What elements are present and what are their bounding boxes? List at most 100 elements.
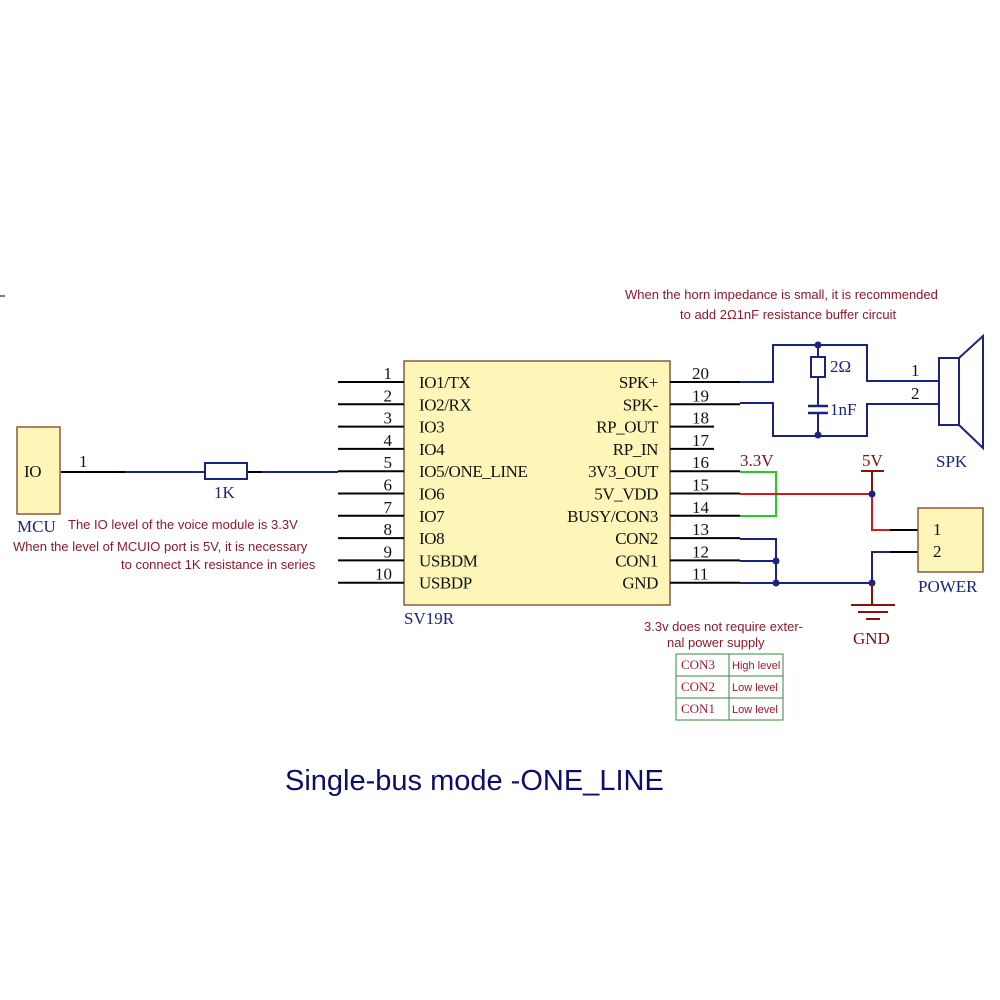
power-connector: 1 2 POWER: [917, 507, 984, 596]
pin-number: 14: [692, 498, 710, 517]
rail-3v3-label: 3.3V: [740, 451, 774, 470]
chip-pin-left: 7 IO7: [338, 498, 446, 526]
chip-body: [403, 360, 671, 606]
junction-dot: [772, 557, 780, 565]
wire-5v-to-power: [871, 494, 918, 531]
sv19r-chip: SV19R: [403, 360, 671, 628]
power-pin2: 2: [933, 542, 942, 561]
pin-label: 3V3_OUT: [588, 462, 659, 481]
pin-number: 15: [692, 476, 709, 495]
con-pin-name: CON2: [681, 679, 715, 694]
speaker-name: SPK: [936, 452, 968, 471]
pin-number: 10: [375, 565, 392, 584]
power-name: POWER: [918, 577, 978, 596]
chip-pin-left: 1 IO1/TX: [338, 364, 471, 392]
chip-pin-right: 11 GND: [622, 565, 740, 593]
pin-number: 4: [384, 431, 393, 450]
speaker-component: 1 2 SPK: [911, 333, 984, 471]
pin-number: 18: [692, 409, 709, 428]
pin-label: IO2/RX: [419, 395, 472, 414]
pin-label: RP_IN: [613, 440, 658, 459]
chip-pin-left: 4 IO4: [338, 431, 446, 459]
note-supply-line1: 3.3v does not require exter-: [644, 619, 803, 634]
pin-label: RP_OUT: [596, 418, 659, 437]
pin-number: 1: [384, 364, 393, 383]
pin-number: 8: [384, 520, 393, 539]
diagram-title: Single-bus mode -ONE_LINE: [285, 765, 664, 797]
junction-dot: [868, 490, 876, 498]
rail-5v-label: 5V: [862, 451, 884, 470]
mcu-name: MCU: [17, 517, 56, 536]
pin-label: IO1/TX: [419, 373, 471, 392]
speaker-pin2: 2: [911, 384, 920, 403]
pin-number: 12: [692, 542, 709, 561]
resistor-1k-body: [204, 462, 248, 480]
mcu-pin-number: 1: [79, 452, 88, 471]
con-pin-name: CON3: [681, 657, 715, 672]
ground-label: GND: [853, 629, 890, 648]
series-resistor: 1K: [204, 462, 248, 502]
resistor-2ohm-body: [810, 356, 826, 378]
con-level-value: Low level: [732, 682, 778, 694]
power-pin1: 1: [933, 520, 942, 539]
con-level-value: High level: [732, 660, 780, 672]
pin-label: IO6: [419, 485, 444, 504]
pin-number: 7: [384, 498, 393, 517]
con-table-row: CON3 High level: [675, 653, 784, 677]
chip-pin-left: 6 IO6: [338, 476, 445, 504]
con-table-cell: [728, 697, 784, 721]
chip-name: SV19R: [404, 609, 455, 628]
wire-gnd-to-power: [871, 551, 918, 583]
junction-dot: [814, 431, 822, 439]
chip-pin-right: 20 SPK+: [619, 364, 740, 392]
wire-con2-tie: [740, 538, 777, 583]
pin-number: 17: [692, 431, 710, 450]
pin-label: CON2: [615, 529, 658, 548]
chip-pin-right: 12 CON1: [615, 542, 740, 570]
note-supply-line2: nal power supply: [667, 635, 765, 650]
resistor-2ohm-value: 2Ω: [830, 357, 851, 376]
resistor-1k-value: 1K: [214, 483, 236, 502]
pin-label: IO4: [419, 440, 445, 459]
chip-pin-right: 15 5V_VDD: [594, 476, 740, 504]
pin-label: IO3: [419, 418, 444, 437]
note-io-level-line2: When the level of MCUIO port is 5V, it i…: [13, 539, 308, 554]
power-body: [917, 507, 984, 573]
mcu-body: [16, 426, 61, 515]
note-horn-line1: When the horn impedance is small, it is …: [625, 287, 938, 302]
pin-label: IO8: [419, 529, 444, 548]
speaker-cone: [958, 333, 984, 451]
junction-dot: [772, 579, 780, 587]
pin-label: USBDP: [419, 574, 472, 593]
speaker-body: [938, 357, 960, 426]
note-io-level-line1: The IO level of the voice module is 3.3V: [68, 517, 298, 532]
con-table-row: CON2 Low level: [675, 675, 784, 699]
pin-number: 6: [384, 476, 393, 495]
speaker-pin1: 1: [911, 361, 920, 380]
pin-number: 11: [692, 565, 708, 584]
note-io-level-line3: to connect 1K resistance in series: [121, 557, 316, 572]
pin-label: CON1: [615, 551, 658, 570]
chip-pin-left: 2 IO2/RX: [338, 386, 472, 414]
pin-label: 5V_VDD: [594, 485, 658, 504]
pin-number: 20: [692, 364, 709, 383]
con-level-value: Low level: [732, 704, 778, 716]
pin-number: 2: [384, 386, 393, 405]
junction-dot: [814, 341, 822, 349]
pin-label: IO7: [419, 507, 445, 526]
pin-number: 19: [692, 386, 709, 405]
pin-label: USBDM: [419, 551, 478, 570]
pin-label: SPK+: [619, 373, 658, 392]
pin-label: GND: [622, 574, 658, 593]
mcu-pin-label: IO: [24, 462, 41, 481]
